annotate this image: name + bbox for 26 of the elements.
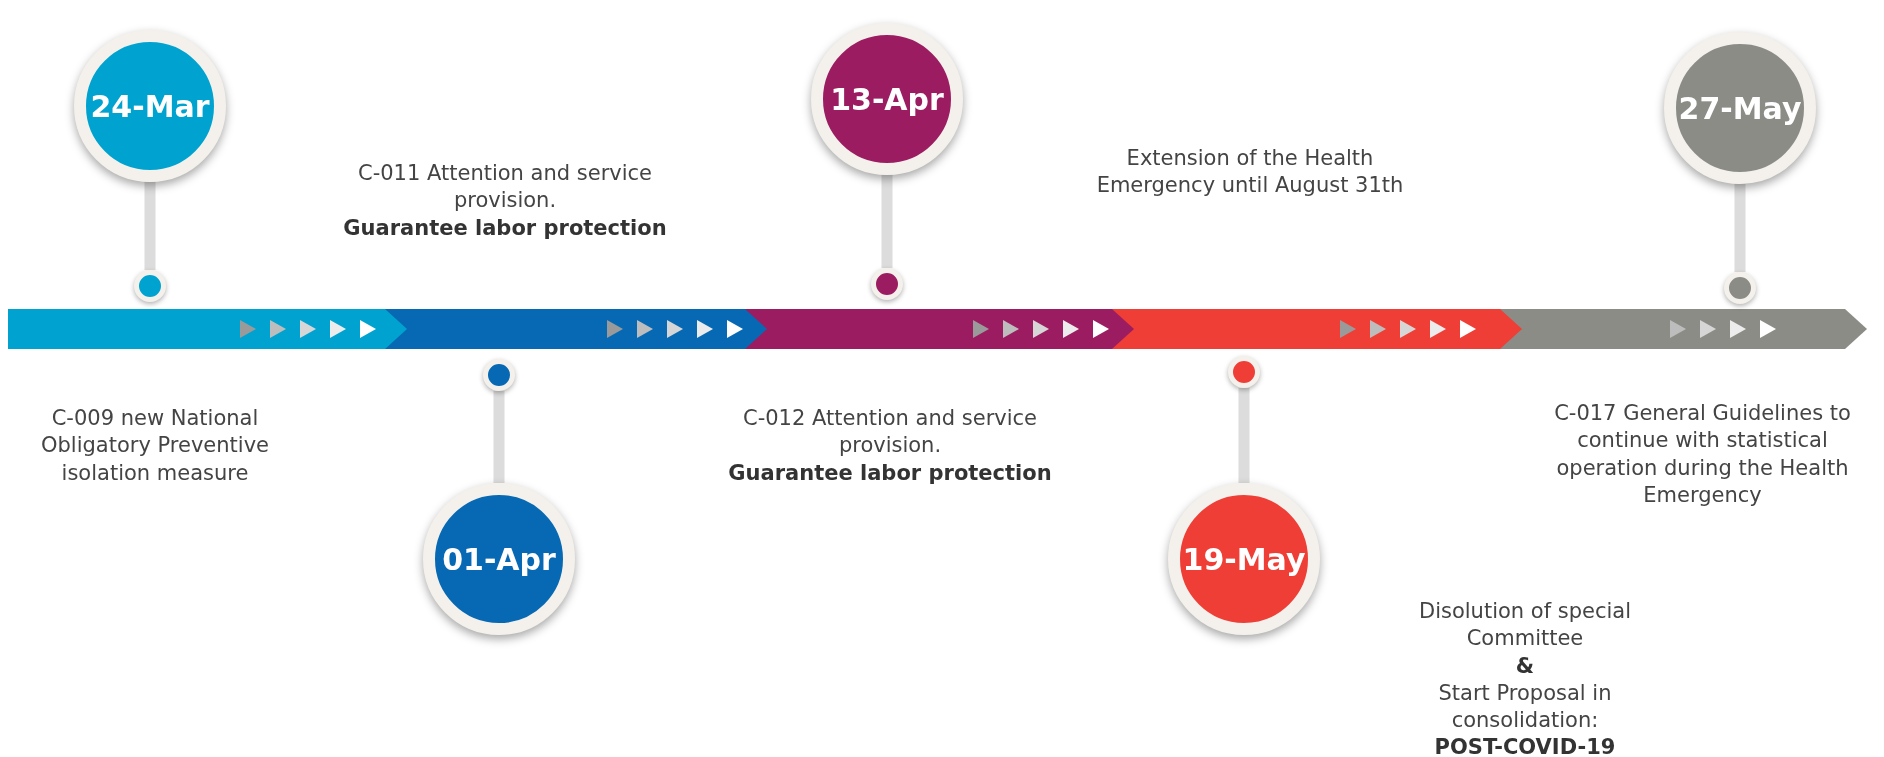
description-text: Extension of the Health Emergency until August 31th	[1095, 145, 1405, 200]
timeline-dot	[1228, 356, 1260, 388]
timeline-dot	[134, 270, 166, 302]
connector-stem	[1734, 184, 1746, 272]
date-label: 24-Mar	[90, 88, 210, 124]
date-circle	[1664, 32, 1816, 184]
date-circle	[811, 23, 963, 175]
date-circle	[1168, 483, 1320, 635]
date-label: 01-Apr	[442, 541, 556, 577]
connector-stem	[1238, 388, 1250, 483]
description-text: C-012 Attention and service provision. Guarantee labor protection	[727, 405, 1053, 487]
timeline-dot	[483, 359, 515, 391]
description-text: C-011 Attention and service provision. Guarantee labor protection	[342, 160, 668, 242]
timeline-dot	[871, 268, 903, 300]
description-text: Disolution of special Committee & Start Proposal in consolidation: POST-COVID-19	[1418, 598, 1632, 757]
connector-stem	[881, 175, 893, 268]
description-text: C-009 new National Obligatory Preventive isolation measure	[40, 405, 270, 487]
date-circle	[74, 30, 226, 182]
connector-stem	[493, 391, 505, 483]
timeline-dot	[1724, 272, 1756, 304]
date-circle	[423, 483, 575, 635]
date-label: 27-May	[1678, 90, 1802, 126]
date-label: 19-May	[1182, 541, 1306, 577]
description-text: C-017 General Guidelines to continue with statistical operation during the Health Emergency	[1553, 400, 1852, 509]
date-label: 13-Apr	[830, 81, 944, 117]
connector-stem	[144, 182, 156, 270]
